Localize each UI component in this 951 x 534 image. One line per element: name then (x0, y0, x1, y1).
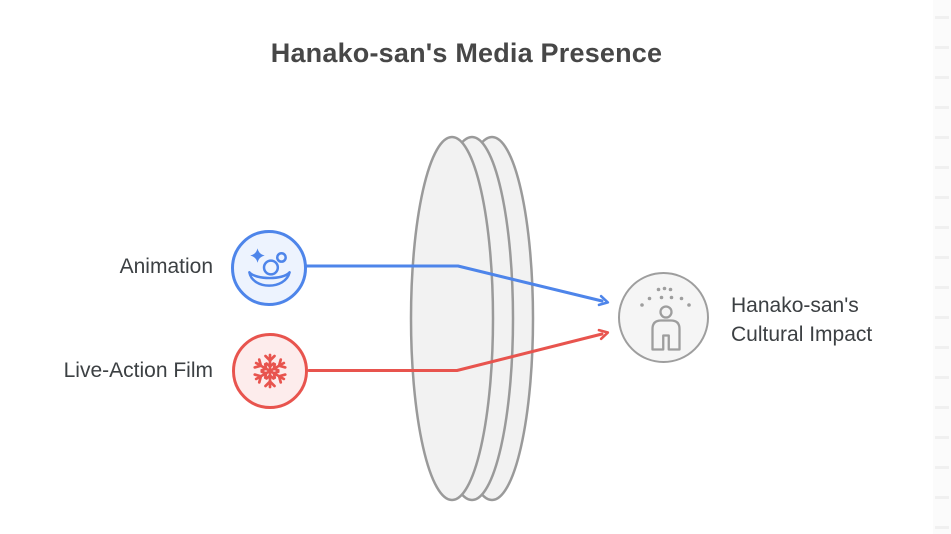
lens-shape (409, 135, 535, 502)
label-live-action: Live-Action Film (63, 359, 213, 382)
snowflake-icon (253, 353, 287, 389)
label-cultural-impact: Hanako-san's Cultural Impact (731, 294, 873, 346)
node-cultural-impact (618, 272, 709, 363)
edge-strip-dashes (935, 16, 949, 534)
person-sparkle-icon (640, 286, 691, 351)
node-live-action (232, 333, 308, 409)
edge-live-action-arrow (307, 328, 610, 372)
page-edge-strip (933, 0, 951, 534)
label-animation: Animation (119, 255, 213, 278)
diagram-title: Hanako-san's Media Presence (270, 38, 663, 68)
edge-animation-arrow (305, 264, 610, 307)
node-animation (231, 230, 307, 306)
clown-face-icon (248, 248, 291, 287)
